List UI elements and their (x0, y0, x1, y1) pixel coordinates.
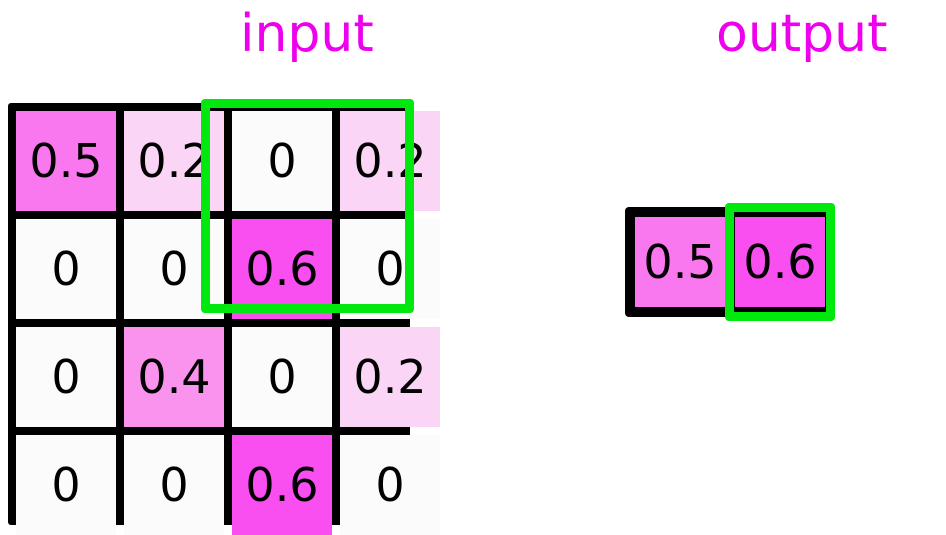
input-title: input (240, 4, 374, 64)
input-cell-r0-c3: 0.2 (340, 111, 440, 211)
input-cell-r1-c3: 0 (340, 219, 440, 319)
output-cell-r0-c0: 0.5 (630, 212, 730, 312)
input-cell-r0-c1: 0.2 (124, 111, 224, 211)
output-title: output (716, 4, 888, 64)
output-cell-r0-c1: 0.6 (730, 212, 830, 312)
input-cell-r2-c0: 0 (16, 327, 116, 427)
input-cell-r0-c2: 0 (232, 111, 332, 211)
input-cell-r3-c3: 0 (340, 435, 440, 535)
input-cell-r2-c1: 0.4 (124, 327, 224, 427)
input-cell-r3-c0: 0 (16, 435, 116, 535)
input-cell-r1-c2: 0.6 (232, 219, 332, 319)
input-cell-r3-c2: 0.6 (232, 435, 332, 535)
input-cell-r1-c1: 0 (124, 219, 224, 319)
input-cell-r2-c3: 0.2 (340, 327, 440, 427)
input-cell-r0-c0: 0.5 (16, 111, 116, 211)
input-cell-r2-c2: 0 (232, 327, 332, 427)
input-cell-r1-c0: 0 (16, 219, 116, 319)
input-cell-r3-c1: 0 (124, 435, 224, 535)
